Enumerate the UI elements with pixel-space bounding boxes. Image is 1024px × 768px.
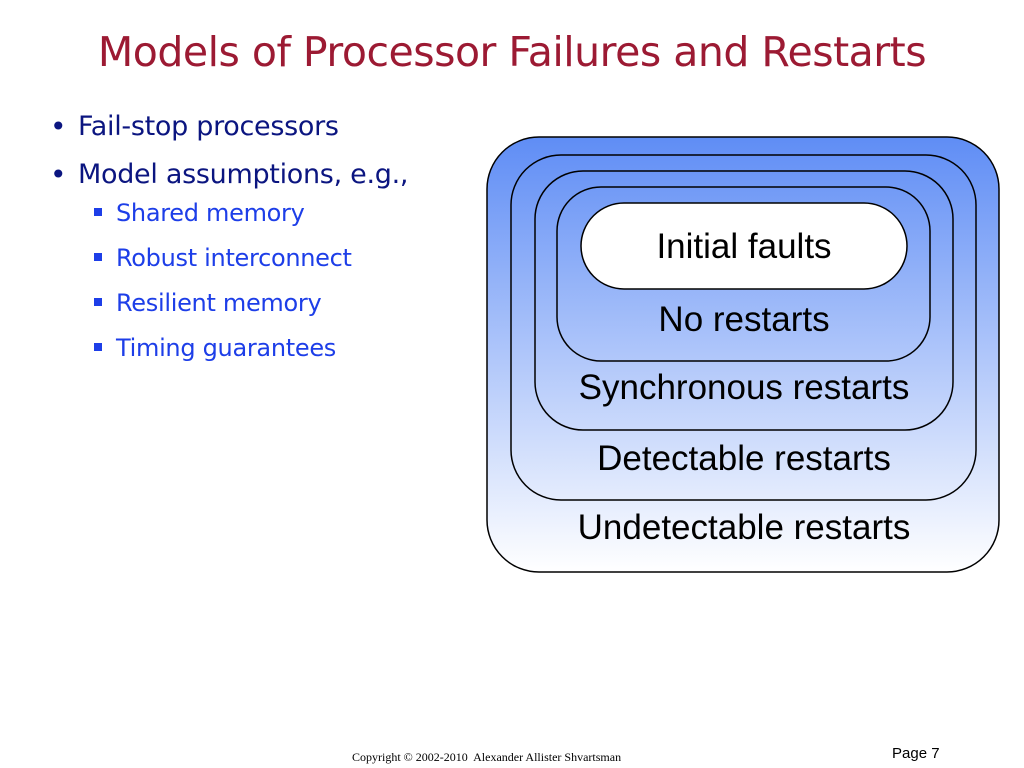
sub-bullet-text: Resilient memory	[116, 289, 322, 317]
bullet-dot-icon: •	[50, 110, 67, 143]
bullet-list: • Fail-stop processors • Model assumptio…	[50, 110, 410, 378]
square-bullet-icon	[94, 253, 102, 261]
sub-bullet-text: Shared memory	[116, 199, 305, 227]
synchronous-restarts-label: Synchronous restarts	[579, 368, 910, 407]
bullet-item-model-assumptions: • Model assumptions, e.g., Shared memory…	[50, 158, 410, 363]
detectable-restarts-label: Detectable restarts	[597, 439, 891, 478]
copyright-footer: Copyright © 2002-2010 Alexander Allister…	[352, 750, 622, 764]
initial-faults-label: Initial faults	[656, 227, 831, 266]
sub-bullet-item: Resilient memory	[50, 288, 410, 318]
bullet-text: Model assumptions, e.g.,	[78, 159, 409, 190]
sub-bullet-item: Timing guarantees	[50, 333, 410, 363]
sub-bullet-list: Shared memory Robust interconnect Resili…	[50, 198, 410, 363]
initial-faults-region	[580, 202, 908, 290]
sub-bullet-item: Robust interconnect	[50, 243, 410, 273]
sub-bullet-item: Shared memory	[50, 198, 410, 228]
sub-bullet-text: Robust interconnect	[116, 244, 352, 272]
bullet-text: Fail-stop processors	[78, 111, 339, 142]
undetectable-restarts-label: Undetectable restarts	[578, 508, 911, 547]
bullet-dot-icon: •	[50, 158, 67, 191]
square-bullet-icon	[94, 208, 102, 216]
page-title: Models of Processor Failures and Restart…	[97, 28, 927, 76]
no-restarts-label: No restarts	[658, 300, 829, 339]
square-bullet-icon	[94, 343, 102, 351]
page-number: Page 7	[892, 745, 940, 762]
square-bullet-icon	[94, 298, 102, 306]
sub-bullet-text: Timing guarantees	[116, 334, 336, 362]
bullet-item-fail-stop: • Fail-stop processors	[50, 110, 410, 144]
